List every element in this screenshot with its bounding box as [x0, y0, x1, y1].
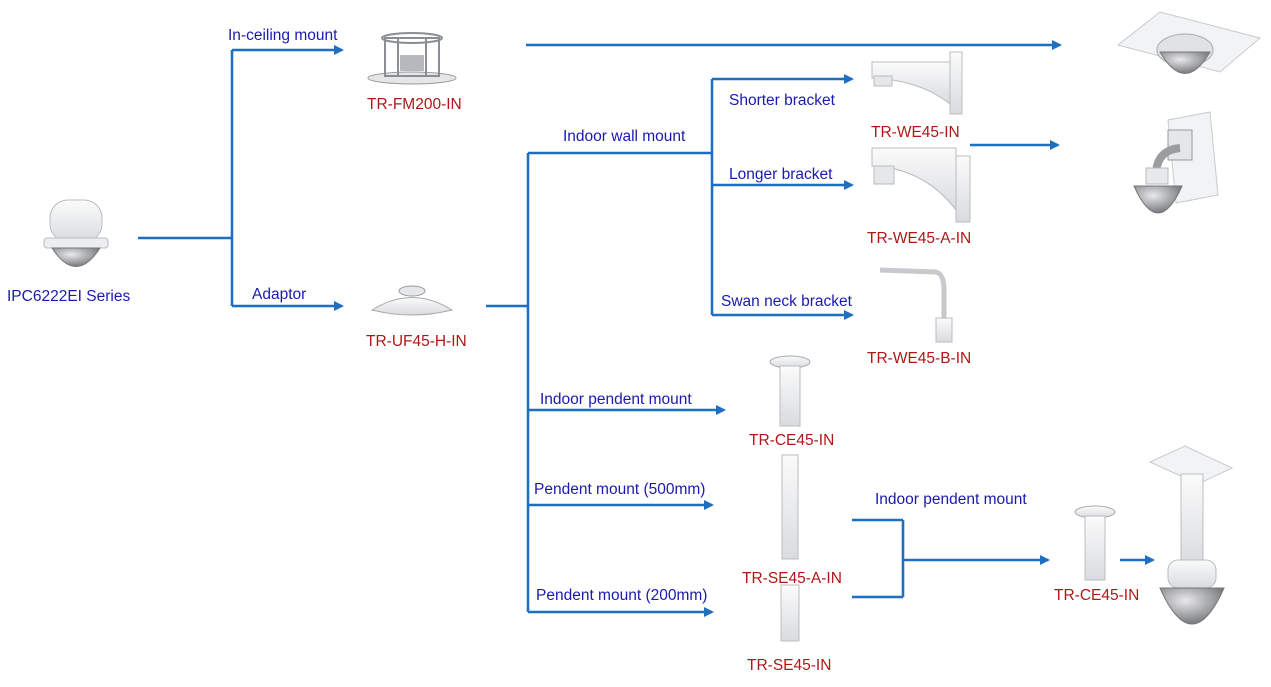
tr-we45-a-in-image: [871, 147, 971, 223]
adaptor-label: Adaptor: [252, 286, 306, 303]
tr-se45-in-label: TR-SE45-IN: [747, 657, 831, 674]
swan-neck-bracket-label: Swan neck bracket: [721, 293, 853, 310]
tr-se45-in-image: [780, 584, 800, 642]
pendent-mount-500mm-label: Pendent mount (500mm): [534, 481, 705, 498]
in-ceiling-mount-label: In-ceiling mount: [228, 27, 338, 44]
ceiling-mounted-camera-image: [1116, 11, 1262, 74]
tr-we45-a-in-label: TR-WE45-A-IN: [867, 230, 971, 247]
indoor-wall-mount-label: Indoor wall mount: [563, 128, 686, 145]
tr-we45-b-in-label: TR-WE45-B-IN: [867, 350, 971, 367]
tr-se45-a-in-image: [781, 454, 799, 560]
tr-fm200-in-label: TR-FM200-IN: [367, 96, 462, 113]
indoor-pendent-mount-label-2: Indoor pendent mount: [875, 491, 1027, 508]
tr-fm200-in-image: [367, 32, 457, 85]
shorter-bracket-label: Shorter bracket: [729, 92, 836, 109]
ipc6222ei-camera-image: [43, 199, 109, 267]
tr-we45-in-image: [871, 51, 963, 115]
pendent-mounted-camera-image: [1148, 445, 1234, 625]
tr-ce45-in-image: [769, 355, 811, 427]
tr-ce45-in-label-2: TR-CE45-IN: [1054, 587, 1139, 604]
pendent-mount-200mm-label: Pendent mount (200mm): [536, 587, 707, 604]
wall-mounted-camera-image: [1133, 111, 1219, 214]
tr-we45-in-label: TR-WE45-IN: [871, 124, 960, 141]
tr-ce45-in-label: TR-CE45-IN: [749, 432, 834, 449]
connector-lines: [138, 40, 1155, 617]
tr-we45-b-in-image: [879, 267, 953, 343]
longer-bracket-label: Longer bracket: [729, 166, 833, 183]
indoor-pendent-mount-label: Indoor pendent mount: [540, 391, 692, 408]
tr-se45-a-in-label: TR-SE45-A-IN: [742, 570, 842, 587]
ipc6222ei-series-label: IPC6222EI Series: [7, 288, 130, 305]
tr-ce45-in-image-2: [1074, 505, 1116, 581]
tr-uf45-h-in-label: TR-UF45-H-IN: [366, 333, 467, 350]
tr-uf45-h-in-image: [370, 285, 454, 316]
